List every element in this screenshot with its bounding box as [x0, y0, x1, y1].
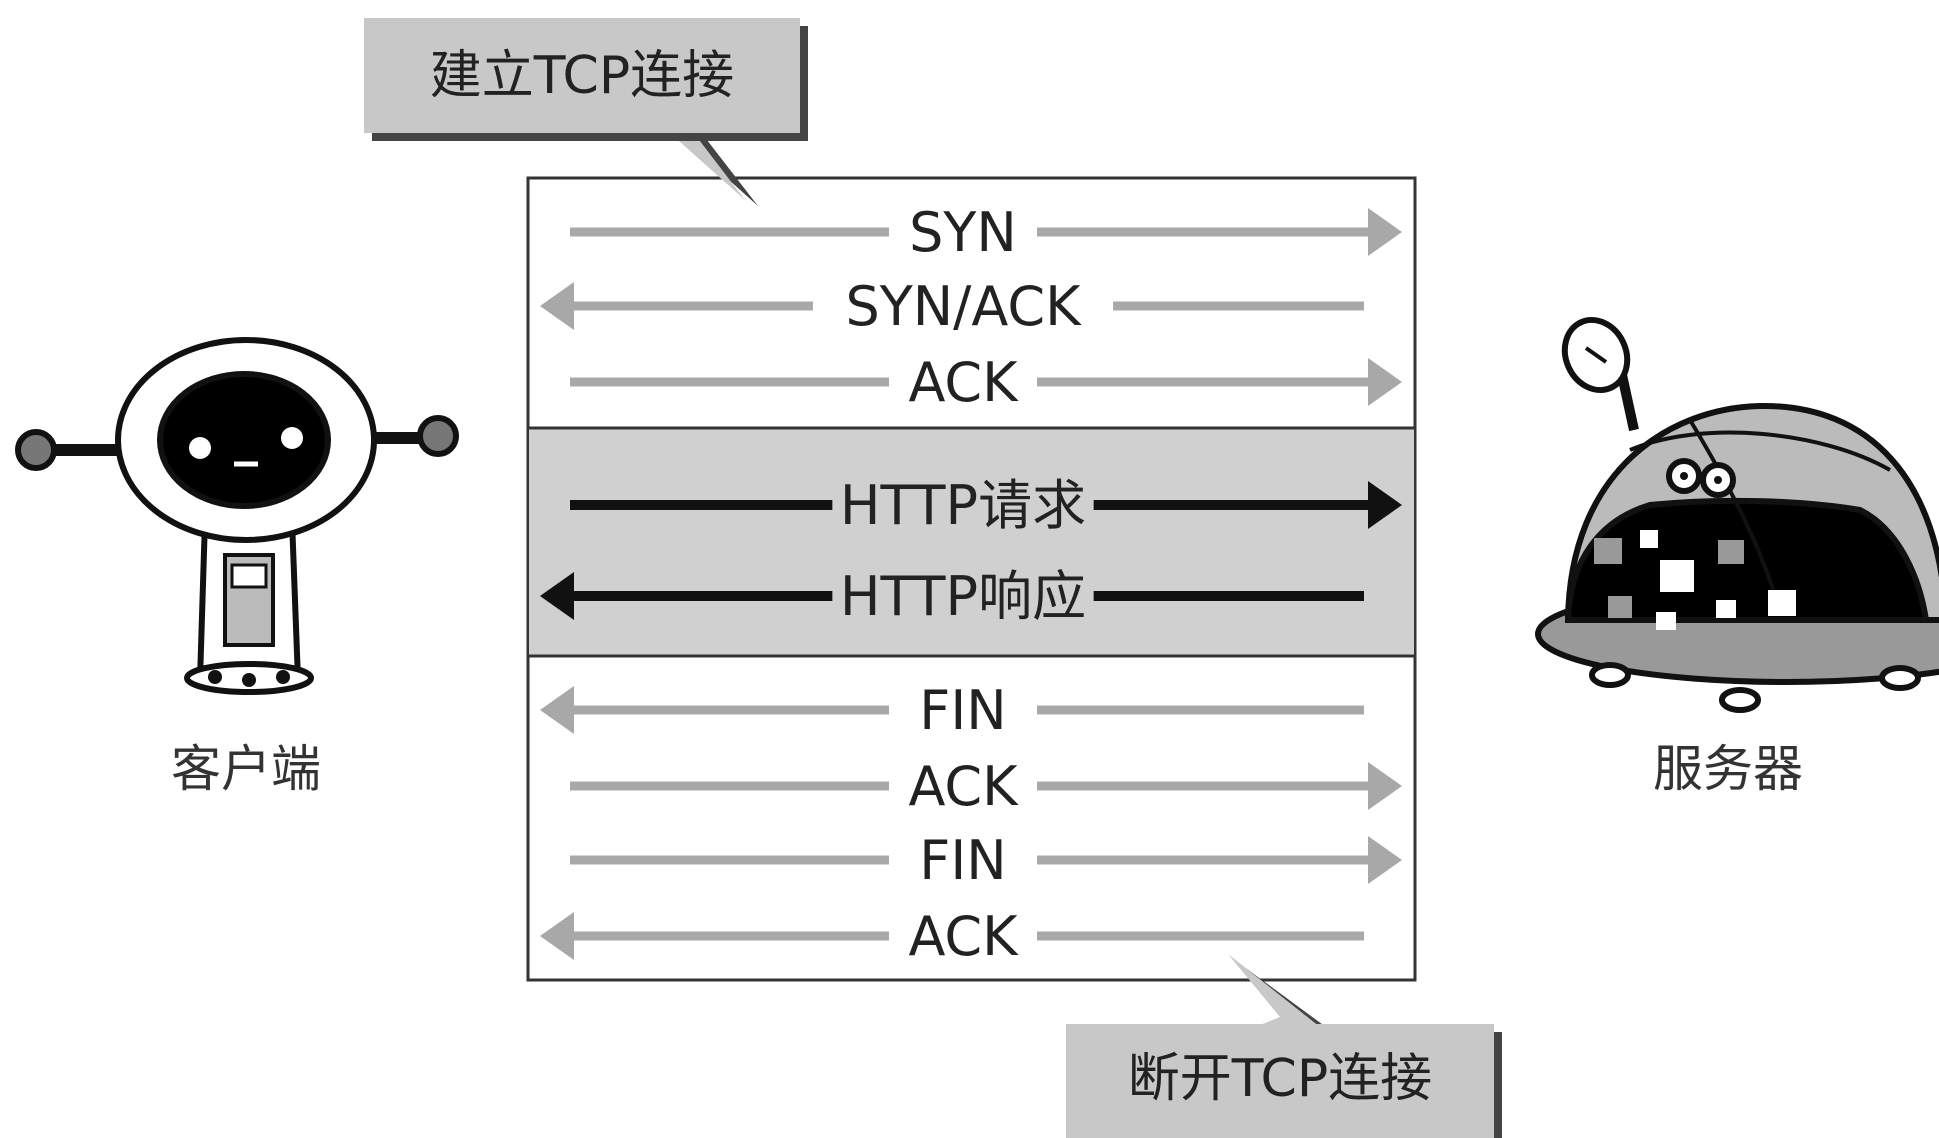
- http-band: [529, 428, 1414, 655]
- arrow-left-icon: [540, 572, 574, 620]
- arrow-right-icon: [1368, 208, 1402, 256]
- message-row: FIN: [540, 679, 1364, 742]
- server-label: 服务器: [1653, 740, 1803, 798]
- message-label: FIN: [919, 679, 1006, 742]
- message-label: ACK: [908, 905, 1019, 968]
- message-label: ACK: [908, 755, 1019, 818]
- message-label: SYN/ACK: [846, 275, 1083, 338]
- client-robot-icon: [15, 337, 459, 695]
- server-robot-icon: [1535, 316, 1939, 713]
- arrow-right-icon: [1368, 762, 1402, 810]
- message-row: HTTP请求: [570, 474, 1402, 537]
- arrow-right-icon: [1368, 481, 1402, 529]
- message-row: HTTP响应: [540, 565, 1364, 628]
- message-row: ACK: [570, 755, 1402, 818]
- arrow-right-icon: [1368, 836, 1402, 884]
- callout-establish: 建立TCP连接: [364, 18, 808, 206]
- message-row: SYN: [570, 201, 1402, 264]
- message-row: FIN: [570, 829, 1402, 892]
- arrow-right-icon: [1368, 358, 1402, 406]
- message-row: SYN/ACK: [540, 275, 1364, 338]
- message-row: ACK: [540, 905, 1364, 968]
- message-label: HTTP请求: [840, 474, 1086, 537]
- client-label: 客户端: [171, 740, 321, 798]
- arrow-left-icon: [540, 282, 574, 330]
- message-label: FIN: [919, 829, 1006, 892]
- callout-establish-label: 建立TCP连接: [430, 46, 734, 106]
- arrow-left-icon: [540, 686, 574, 734]
- callout-close: 断开TCP连接: [1066, 954, 1502, 1138]
- message-label: HTTP响应: [840, 565, 1086, 628]
- message-label: ACK: [908, 351, 1019, 414]
- message-label: SYN: [909, 201, 1017, 264]
- callout-close-label: 断开TCP连接: [1128, 1049, 1432, 1109]
- message-row: ACK: [570, 351, 1402, 414]
- arrow-left-icon: [540, 912, 574, 960]
